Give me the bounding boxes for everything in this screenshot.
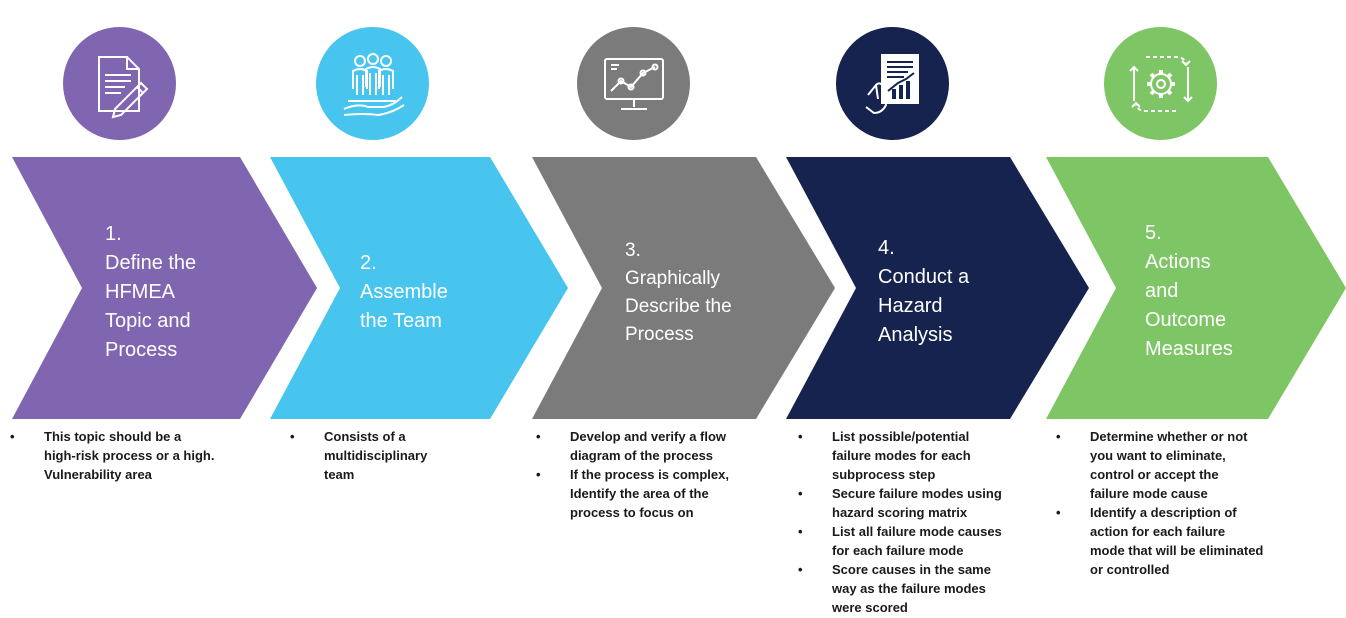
- step-3-bullets: Develop and verify a flow diagram of the…: [526, 427, 729, 522]
- hand-report-icon: [864, 53, 919, 114]
- step-1-bullets: This topic should be a high-risk process…: [0, 427, 214, 484]
- list-item: Identify a description of action for eac…: [1046, 503, 1263, 579]
- step-3-number: 3.: [625, 240, 641, 261]
- step-2-title: 2. Assemble the Team: [360, 249, 448, 336]
- step-2-chevron: 2. Assemble the Team: [270, 157, 570, 419]
- step-1-title: 1. Define the HFMEA Topic and Process: [105, 220, 196, 365]
- step-3-title: 3. Graphically Describe the Process: [625, 237, 732, 349]
- step-1-number: 1.: [105, 223, 122, 245]
- step-4-circle: [836, 27, 949, 140]
- step-2-bullets: Consists of a multidisciplinary team: [280, 427, 427, 484]
- list-item: This topic should be a high-risk process…: [0, 427, 214, 484]
- gear-cycle-icon: [1128, 55, 1193, 112]
- step-5-title: 5. Actions and Outcome Measures: [1145, 219, 1233, 364]
- step-3-chevron: 3. Graphically Describe the Process: [532, 157, 842, 419]
- list-item: List possible/potential failure modes fo…: [788, 427, 1002, 484]
- list-item: Consists of a multidisciplinary team: [280, 427, 427, 484]
- monitor-chart-icon: [603, 57, 664, 110]
- step-5-number: 5.: [1145, 222, 1162, 244]
- step-5-circle: [1104, 27, 1217, 140]
- step-4-chevron: 4. Conduct a Hazard Analysis: [786, 157, 1096, 419]
- team-hand-icon: [343, 52, 405, 116]
- step-5-bullets: Determine whether or not you want to eli…: [1046, 427, 1263, 579]
- step-4-number: 4.: [878, 237, 895, 259]
- step-4-title: 4. Conduct a Hazard Analysis: [878, 234, 969, 350]
- step-3-circle: [577, 27, 690, 140]
- list-item: Develop and verify a flow diagram of the…: [526, 427, 729, 465]
- step-4-bullets: List possible/potential failure modes fo…: [788, 427, 1002, 617]
- step-1-circle: [63, 27, 176, 140]
- list-item: Score causes in the same way as the fail…: [788, 560, 1002, 617]
- list-item: Determine whether or not you want to eli…: [1046, 427, 1263, 503]
- step-5-chevron: 5. Actions and Outcome Measures: [1046, 157, 1346, 419]
- step-2-number: 2.: [360, 252, 377, 274]
- list-item: Secure failure modes using hazard scorin…: [788, 484, 1002, 522]
- document-pen-icon: [97, 55, 148, 118]
- list-item: List all failure mode causes for each fa…: [788, 522, 1002, 560]
- list-item: If the process is complex, Identify the …: [526, 465, 729, 522]
- step-1-chevron: 1. Define the HFMEA Topic and Process: [12, 157, 322, 419]
- step-2-circle: [316, 27, 429, 140]
